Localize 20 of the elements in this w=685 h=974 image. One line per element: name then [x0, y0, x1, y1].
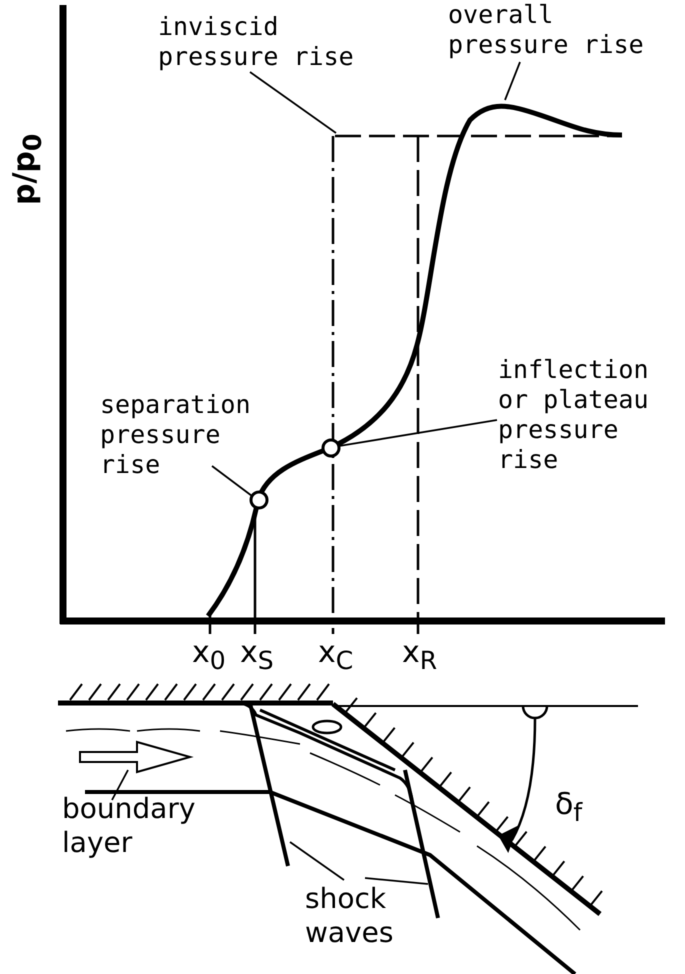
separation-point: [250, 490, 268, 510]
callout-text: shock waves: [305, 882, 405, 950]
leader-line: [111, 770, 129, 800]
leader-line: [504, 62, 521, 100]
callout-text: inflection or plateau pressure rise: [498, 355, 685, 475]
position-label: x$_{S}$: [240, 638, 274, 676]
leader-line: [364, 877, 428, 885]
leader-line: [249, 71, 337, 134]
position-label: x$_{R}$: [402, 638, 438, 676]
leader-line: [338, 419, 498, 447]
callout-text: inviscid pressure rise: [158, 12, 358, 72]
callout-text: separation pressure rise: [100, 390, 260, 480]
leader-line: [211, 465, 253, 497]
callout-text: boundary layer: [62, 792, 202, 860]
position-label: δ$_{f}$: [555, 790, 582, 828]
leader-line: [289, 841, 345, 881]
callout-text: overall pressure rise: [448, 0, 685, 60]
inflection-point: [322, 438, 340, 458]
position-label: x$_{C}$: [318, 638, 354, 676]
position-label: x$_{0}$: [192, 638, 226, 676]
